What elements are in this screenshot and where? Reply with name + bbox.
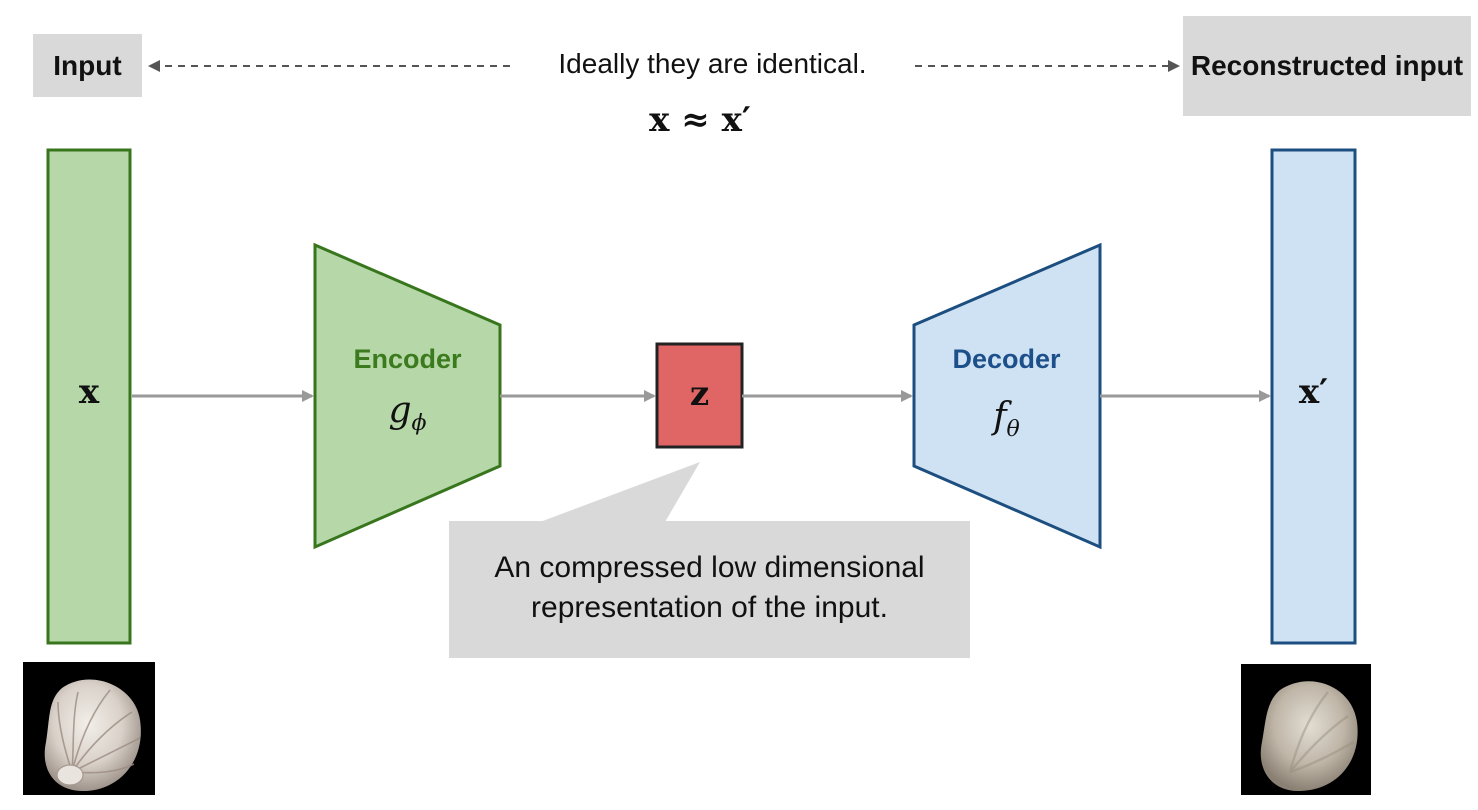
input-vector-symbol: x — [78, 372, 100, 412]
latent-code-box — [655, 342, 744, 449]
decoder-title: Decoder — [952, 344, 1061, 374]
callout-box — [449, 521, 970, 658]
reconstructed-input-label: Reconstructed input — [1183, 16, 1471, 116]
output-vector-symbol: x′ — [1298, 372, 1329, 412]
reconstructed-shell-image — [1241, 664, 1371, 795]
output-vector-bar — [1270, 148, 1357, 645]
callout-pointer — [540, 462, 700, 522]
decoder-function-base: f — [993, 396, 1007, 437]
encoder-function-sub: ϕ — [411, 411, 427, 436]
encoder-block — [313, 242, 502, 550]
encoder-title: Encoder — [353, 344, 462, 374]
input-label: Input — [33, 34, 142, 97]
decoder-function-sub: θ — [1006, 417, 1020, 442]
encoder-function-base: g — [388, 390, 412, 431]
encoder-function: gϕ — [315, 390, 500, 436]
decoder-block — [912, 242, 1102, 550]
input-vector-bar — [46, 148, 132, 645]
input-shell-image — [23, 662, 155, 795]
identical-caption: Ideally they are identical. — [520, 48, 905, 88]
latent-code-symbol: z — [689, 374, 710, 414]
decoder-function: fθ — [914, 396, 1099, 442]
approx-equation: x ≈ x′ — [649, 100, 751, 140]
callout-text: An compressed low dimensional representa… — [494, 551, 925, 624]
